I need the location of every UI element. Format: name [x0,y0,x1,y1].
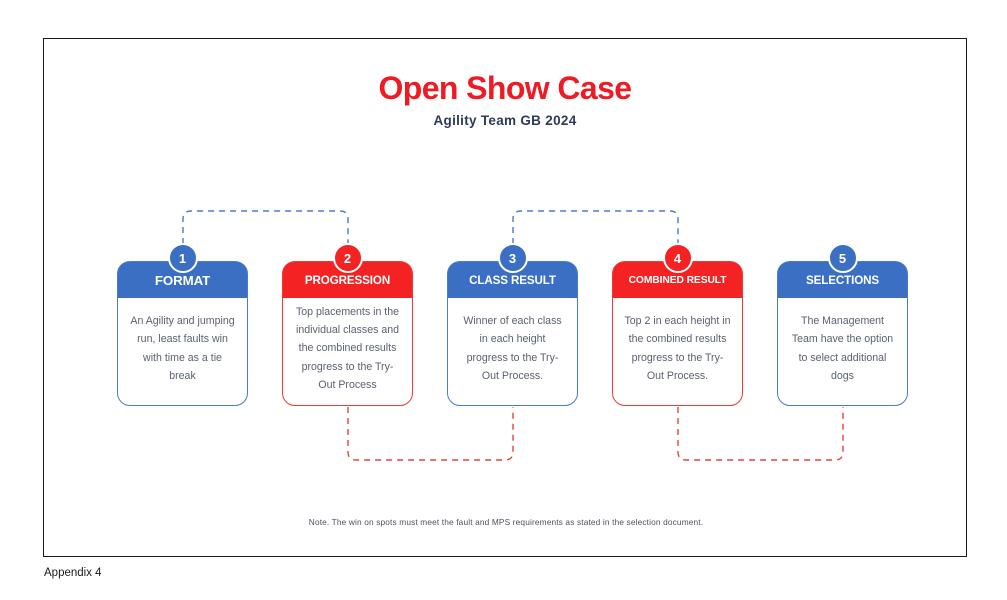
footnote: Note. The win on spots must meet the fau… [308,517,704,527]
card-body-format: An Agility and jumping run, least faults… [118,298,247,405]
slide-frame: Open Show Case Agility Team GB 2024 1 FO… [43,38,967,557]
page-title: Open Show Case [378,70,633,106]
step-number: 1 [178,250,187,266]
step-badge-3: 3 [497,243,528,273]
step-number: 5 [838,250,847,266]
card-title-selections: SELECTIONS [778,262,907,298]
card-body-text: Top 2 in each height in the combined res… [624,315,731,382]
page-subtitle: Agility Team GB 2024 [433,113,577,129]
appendix-caption: Appendix 4 [44,567,102,579]
card-body-text: The Management Team have the option to s… [791,315,894,382]
card-body-text: Top placements in the individual classes… [295,305,400,391]
process-card-4[interactable]: 4 COMBINED RESULT Top 2 in each height i… [612,243,743,406]
title-block: Open Show Case Agility Team GB 2024 [44,70,966,129]
card-body-combined-result: Top 2 in each height in the combined res… [613,298,742,405]
step-badge-4: 4 [662,243,693,273]
process-card-2[interactable]: 2 PROGRESSION Top placements in the indi… [282,243,413,406]
process-card-5[interactable]: 5 SELECTIONS The Management Team have th… [777,243,908,406]
card-body-class-result: Winner of each class in each height prog… [448,298,577,405]
step-number: 3 [508,250,517,266]
process-card-1[interactable]: 1 FORMAT An Agility and jumping run, lea… [117,243,248,406]
card-body-text: An Agility and jumping run, least faults… [130,315,235,382]
card-body-selections: The Management Team have the option to s… [778,298,907,405]
card-body-progression: Top placements in the individual classes… [283,298,412,405]
step-number: 4 [673,250,682,266]
step-badge-1: 1 [167,243,198,273]
step-badge-5: 5 [827,243,858,273]
process-cards: 1 FORMAT An Agility and jumping run, lea… [44,39,968,558]
step-badge-2: 2 [332,243,363,273]
card-body-text: Winner of each class in each height prog… [463,315,562,382]
step-number: 2 [343,250,352,266]
process-card-3[interactable]: 3 CLASS RESULT Winner of each class in e… [447,243,578,406]
